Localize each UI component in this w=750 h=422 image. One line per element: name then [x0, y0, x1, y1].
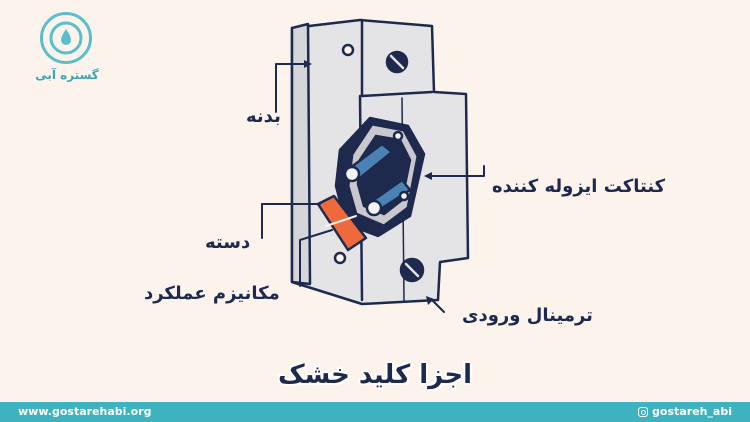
- instagram-handle[interactable]: gostareh_abi: [638, 405, 732, 418]
- instagram-text: gostareh_abi: [652, 405, 732, 418]
- leader-body: [275, 63, 307, 113]
- switch-diagram: [261, 18, 485, 313]
- brand-name: گستره آبی: [35, 68, 99, 82]
- label-input-terminal: ترمینال ورودی: [462, 305, 593, 326]
- switch-body-side: [290, 22, 312, 286]
- label-handle: دسته: [205, 232, 251, 253]
- label-mechanism: مکانیزم عملکرد: [144, 283, 280, 304]
- instagram-icon: [638, 407, 649, 417]
- label-isolating-contact: کنتاکت ایزوله کننده: [492, 176, 666, 197]
- leader-handle: [261, 203, 321, 239]
- leader-terminal: [431, 299, 445, 313]
- website-link[interactable]: www.gostarehabi.org: [18, 405, 152, 418]
- leader-mechanism: [299, 229, 333, 287]
- label-body: بدنه: [246, 106, 281, 127]
- brand-logo: گستره آبی: [22, 12, 112, 92]
- footer-bar: www.gostarehabi.org gostareh_abi: [0, 402, 750, 422]
- water-drop-icon: [40, 12, 92, 64]
- leader-contact: [429, 165, 485, 177]
- handle: [316, 194, 368, 252]
- page-title: اجزا کلید خشک: [277, 360, 473, 390]
